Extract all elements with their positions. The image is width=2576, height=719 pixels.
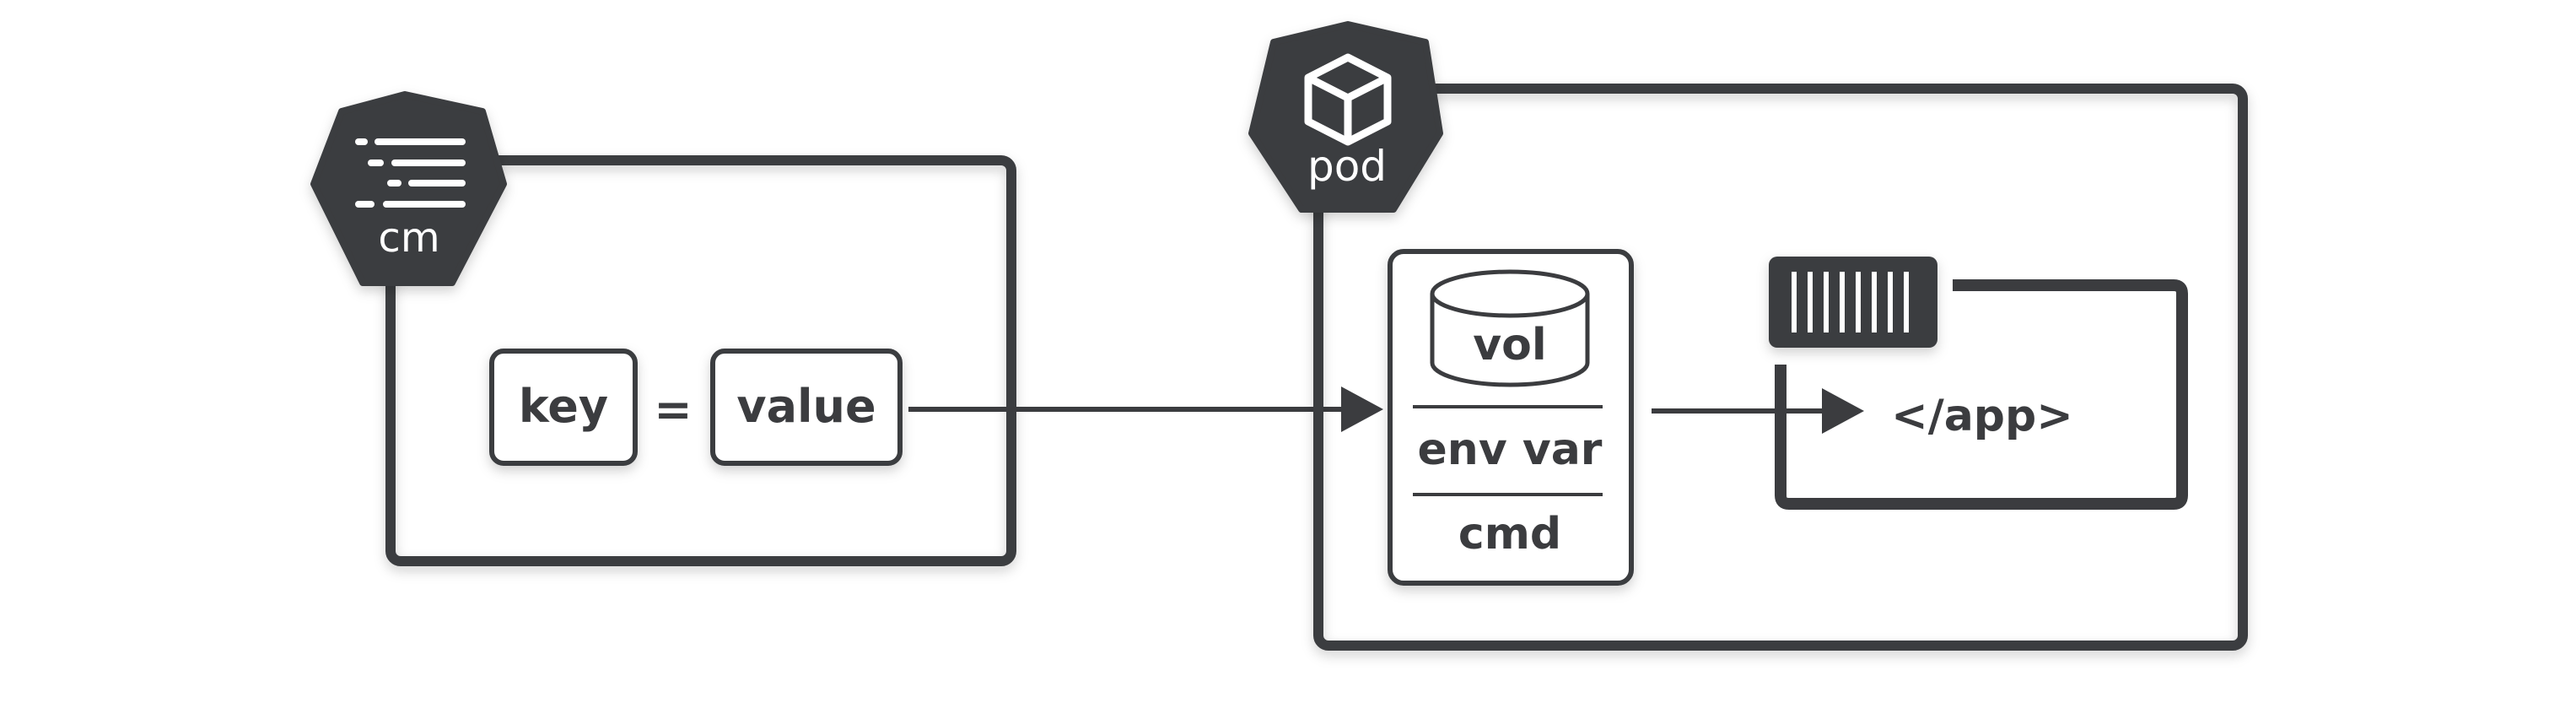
config-consumer-box: vol env var cmd: [1388, 249, 1634, 586]
container-loop: [1775, 279, 2188, 510]
cube-icon: [1304, 53, 1392, 146]
pod-badge: pod: [1248, 21, 1443, 213]
arrow-configmap-to-pod: [908, 387, 1383, 432]
key-label: key: [519, 380, 608, 433]
key-box: key: [489, 349, 638, 466]
volume-label: vol: [1473, 320, 1546, 370]
equals-sign: =: [654, 383, 692, 436]
list-icon: [355, 138, 466, 208]
volume-cylinder: vol: [1430, 269, 1590, 387]
pod-frame: [1313, 84, 2248, 651]
pod-group: pod vol env var cmd: [1248, 21, 2248, 651]
pod-badge-label: pod: [1307, 142, 1387, 191]
value-box: value: [710, 349, 903, 466]
container-icon: [1769, 257, 1937, 348]
configmap-badge: cm: [310, 91, 507, 286]
cmd-label: cmd: [1458, 509, 1561, 560]
configmap-group: cm key = value: [310, 91, 1016, 566]
app-label: </app>: [1891, 391, 2073, 441]
arrow-consumer-to-app: [1652, 388, 1864, 434]
configmap-frame: [385, 155, 1016, 566]
configmap-badge-label: cm: [378, 214, 439, 262]
env-var-label: env var: [1418, 424, 1603, 475]
value-label: value: [736, 380, 876, 433]
